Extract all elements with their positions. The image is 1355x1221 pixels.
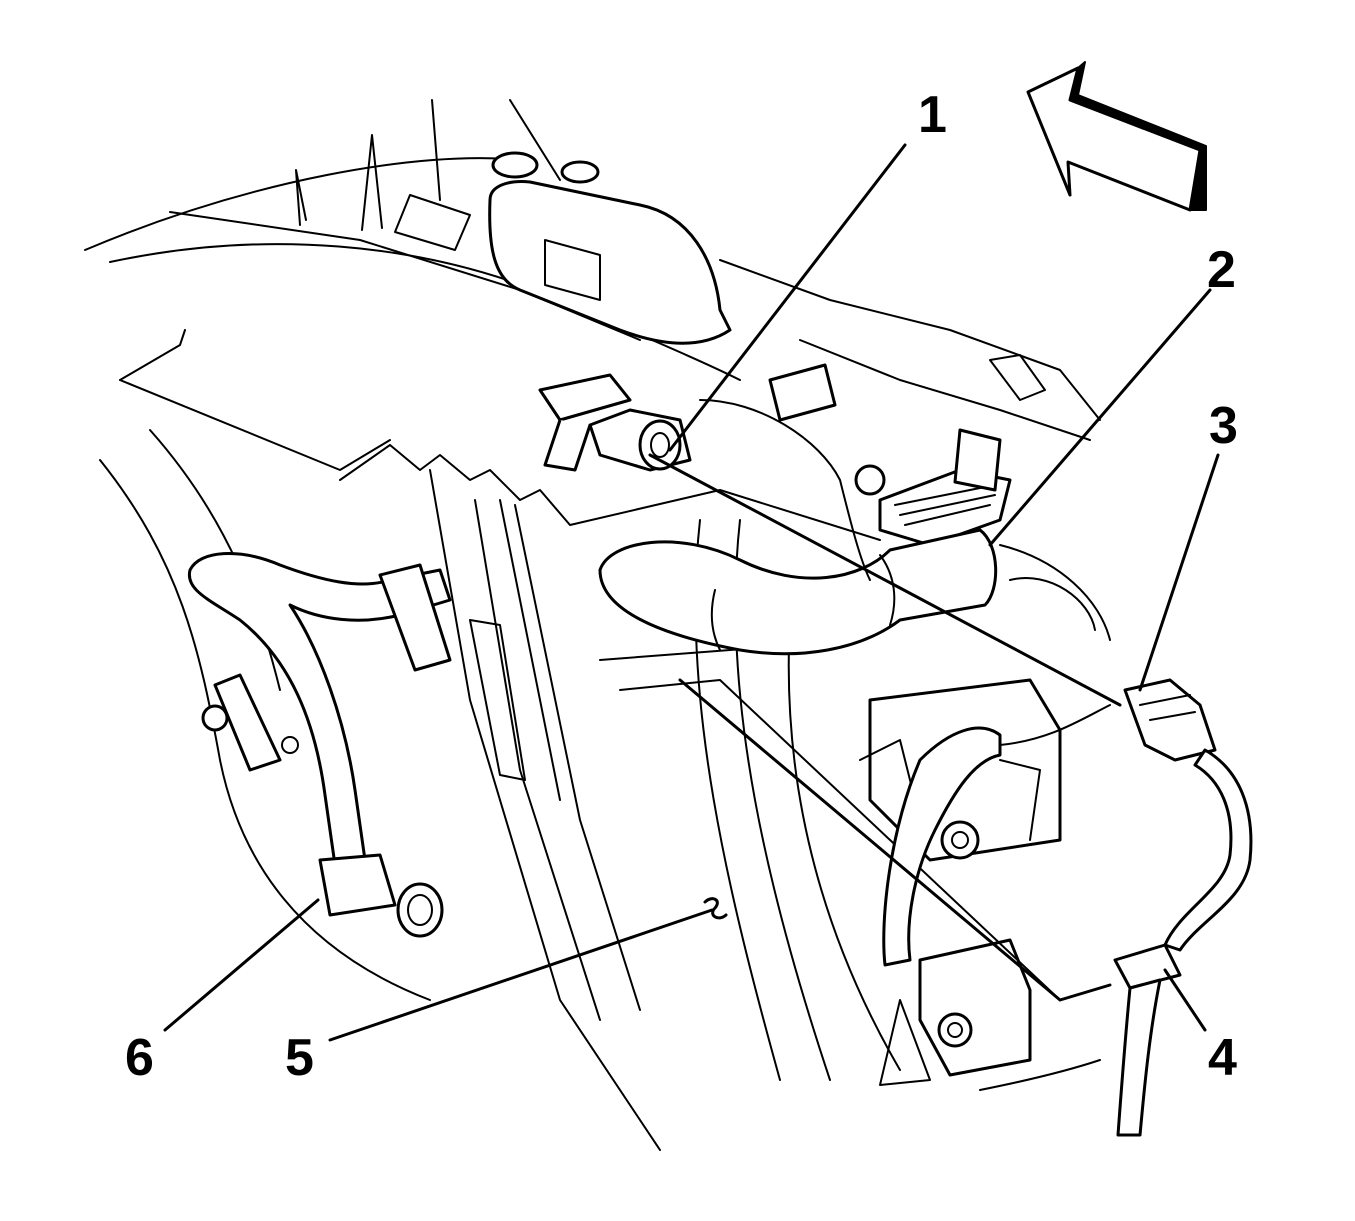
callout-4: 4 bbox=[1208, 1029, 1237, 1087]
callout-5: 5 bbox=[285, 1029, 314, 1087]
callout-2: 2 bbox=[1207, 241, 1236, 299]
sensor-connector bbox=[538, 373, 692, 472]
leader-lines bbox=[163, 143, 1220, 1042]
leader-1b bbox=[648, 453, 1122, 707]
engine-outline bbox=[84, 99, 1111, 1091]
wiring-harness bbox=[882, 678, 1253, 1137]
callout-1: 1 bbox=[918, 86, 947, 144]
callout-6: 6 bbox=[125, 1029, 154, 1087]
leader-5 bbox=[328, 908, 714, 1042]
forward-direction-arrow-icon bbox=[1026, 61, 1207, 212]
callout-labels: 1 2 3 4 5 6 bbox=[125, 86, 1238, 1087]
leader-1 bbox=[668, 143, 907, 452]
leader-4-bracket bbox=[678, 678, 1112, 1002]
leader-2 bbox=[988, 288, 1212, 547]
leader-6 bbox=[163, 898, 320, 1032]
leader-4 bbox=[1163, 968, 1207, 1032]
upper-hose bbox=[598, 399, 998, 656]
lower-hose bbox=[187, 552, 452, 938]
leader-3 bbox=[1138, 453, 1220, 692]
leader-5-squiggle bbox=[703, 897, 728, 920]
callout-3: 3 bbox=[1209, 397, 1238, 455]
